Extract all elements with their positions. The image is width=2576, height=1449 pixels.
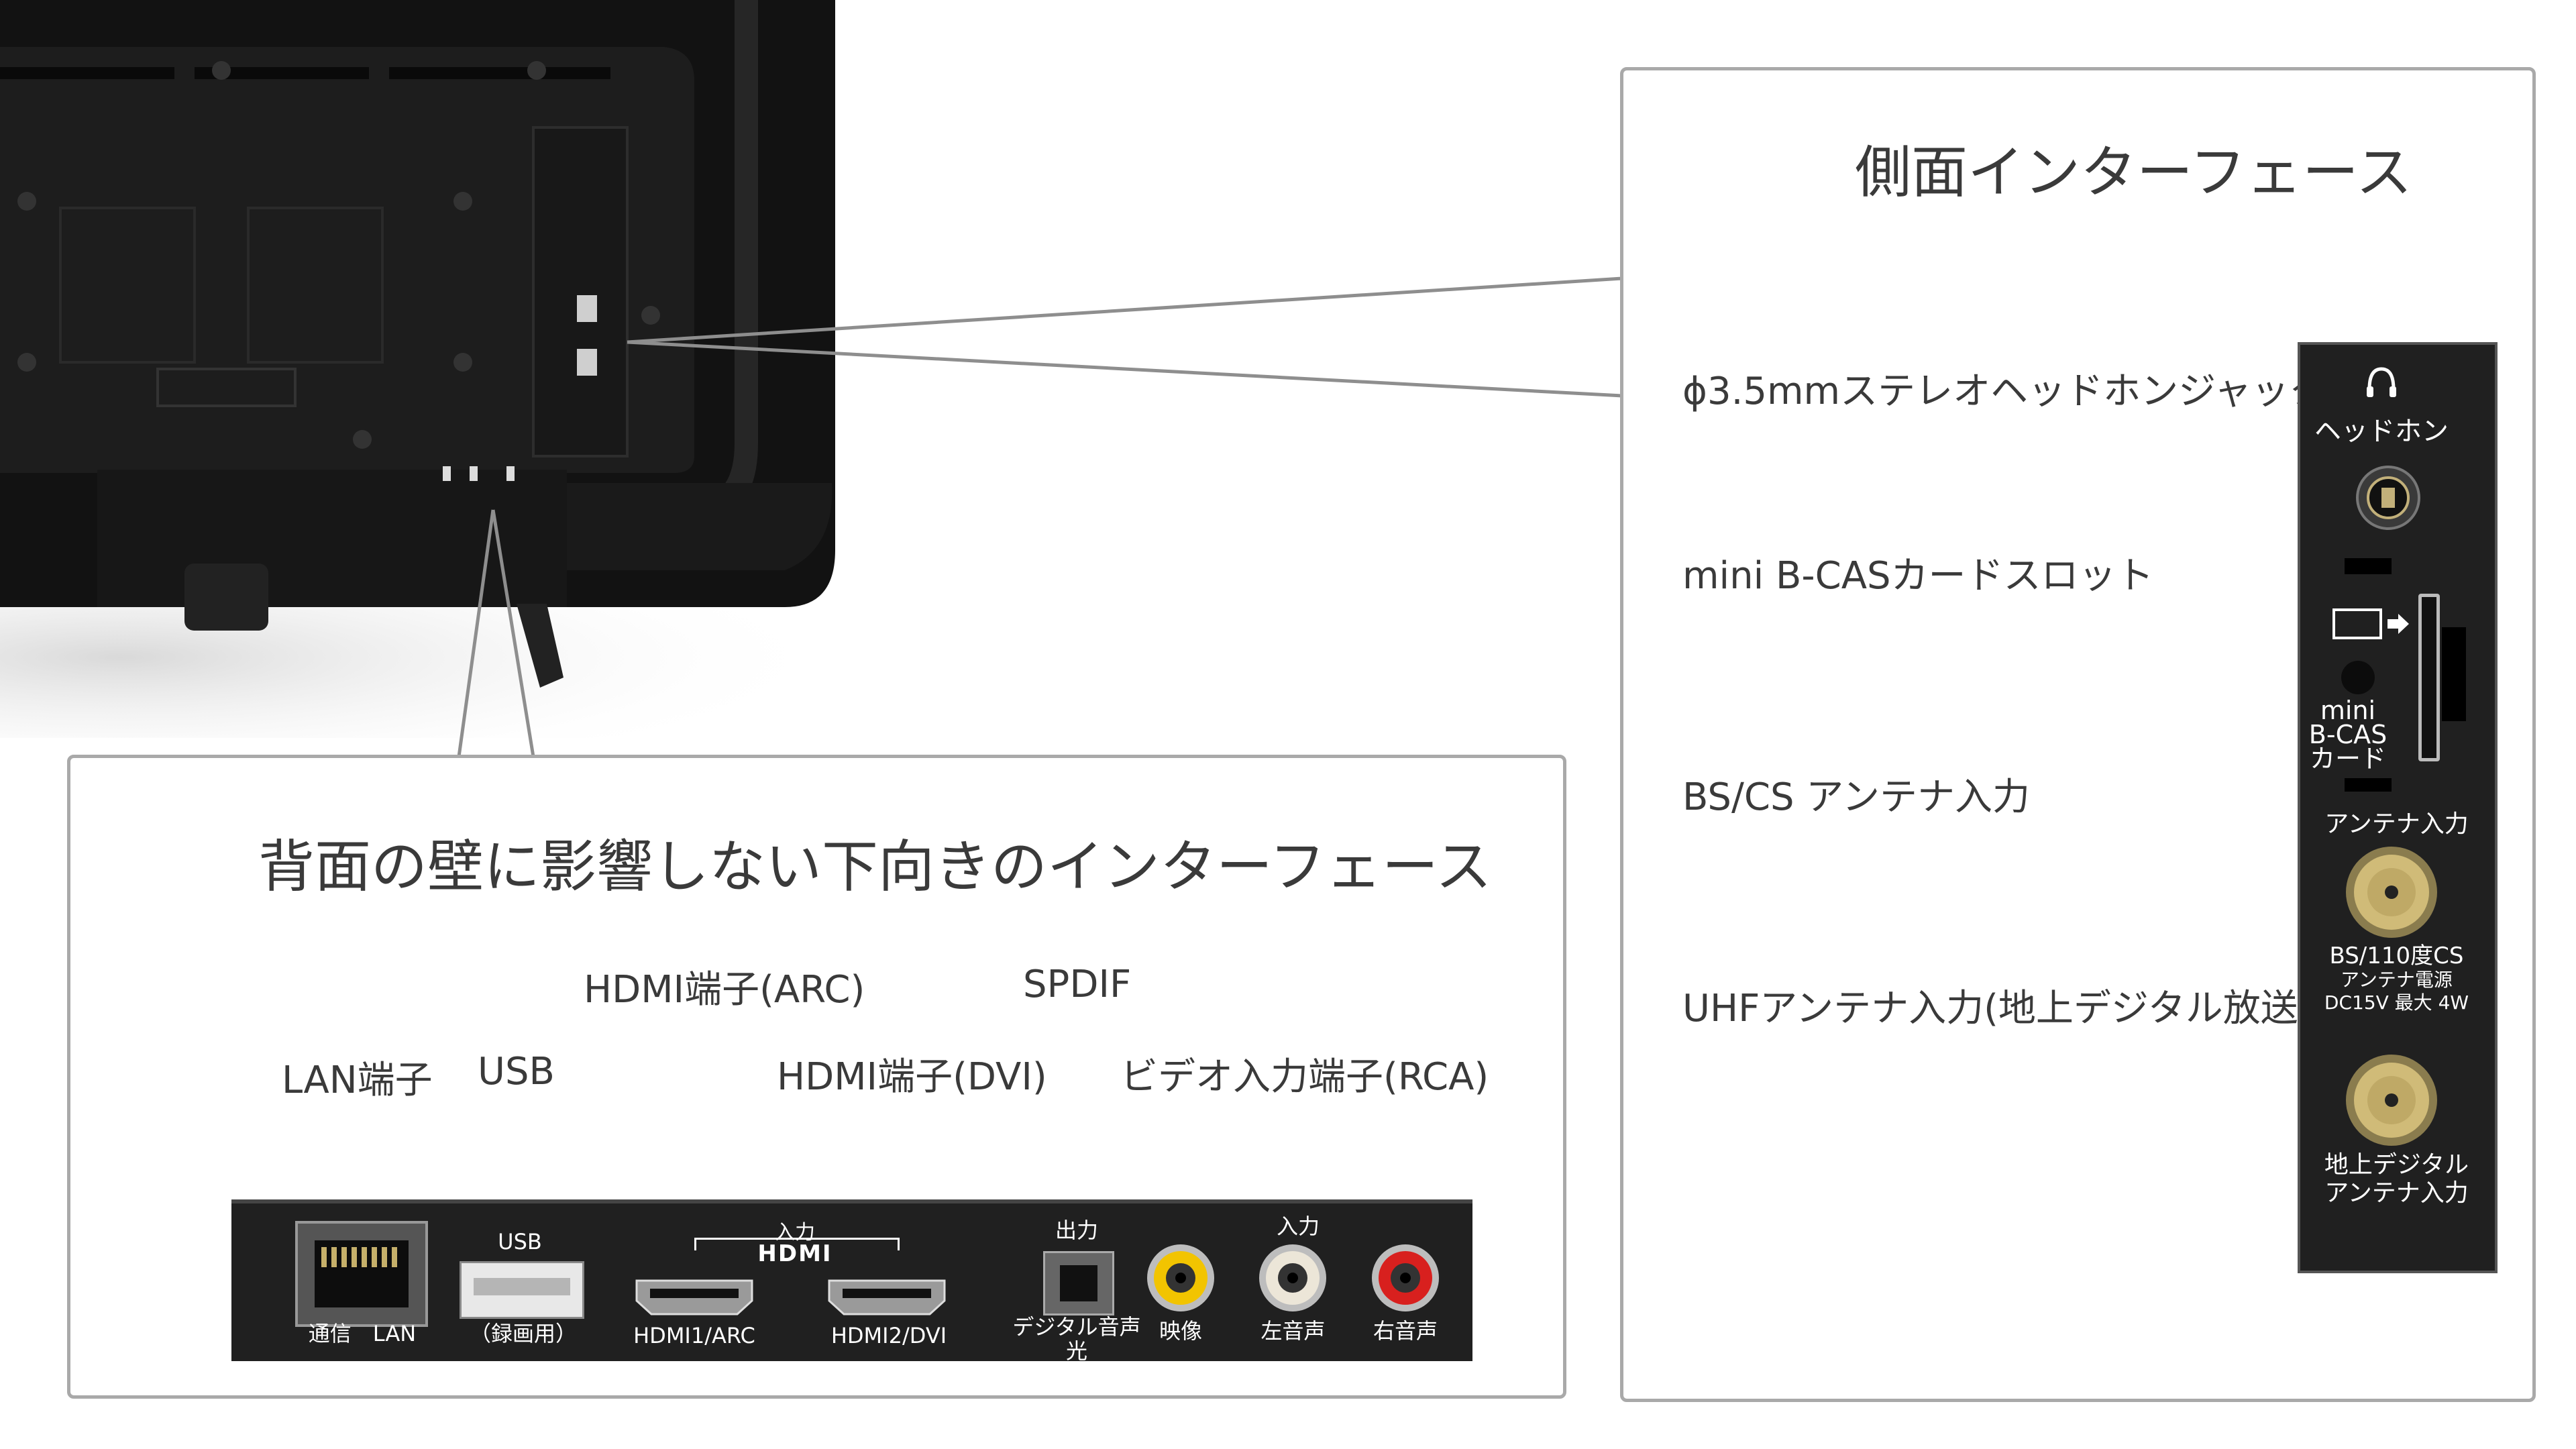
headphone-jack (2355, 464, 2422, 531)
rca-right-text: 右音声 (1373, 1318, 1438, 1344)
hdmi-bracket (694, 1238, 900, 1250)
strip-slot-mark-2 (2345, 778, 2392, 792)
hdmi-dvi-label: HDMI端子(DVI) (777, 1055, 1047, 1099)
bs-text-2: アンテナ電源 (2341, 969, 2453, 991)
antenna-in-text: アンテナ入力 (2324, 810, 2469, 838)
bcas-hole (2341, 661, 2375, 694)
hdmi1-port (634, 1278, 755, 1317)
digital-audio-text-2: 光 (1065, 1338, 1087, 1364)
hdmi2-port (826, 1278, 947, 1317)
strip-slot-mark-1 (2345, 558, 2392, 574)
side-panel-title: 側面インターフェース (1855, 140, 2412, 205)
bcas-slot-label: mini B-CASカードスロット (1682, 554, 2154, 598)
uhf-connector (2341, 1050, 2442, 1150)
usb-label: USB (478, 1050, 555, 1093)
spdif-label: SPDIF (1023, 963, 1132, 1006)
lan-port (295, 1221, 428, 1327)
bcas-card-text: カード (2309, 744, 2386, 773)
uhf-antenna-label: UHFアンテナ入力(地上デジタル放送) (1682, 987, 2313, 1030)
video-input-label: ビデオ入力端子(RCA) (1120, 1055, 1489, 1099)
bcas-bcas-text: B-CAS (2308, 720, 2387, 749)
bcas-slot (2418, 594, 2440, 761)
bs-text-3: DC15V 最大 4W (2324, 991, 2469, 1014)
rca-left-jack (1256, 1241, 1330, 1315)
headphone-text: ヘッドホン (2314, 416, 2449, 447)
lan-bottom-text: 通信 LAN (308, 1321, 417, 1346)
bs-text-1: BS/110度CS (2329, 943, 2464, 969)
rca-video-jack (1144, 1241, 1218, 1315)
lan-label: LAN端子 (282, 1059, 433, 1102)
headphone-icon (2361, 362, 2402, 402)
rca-input-text: 入力 (1276, 1214, 1320, 1239)
terrestrial-text-1: 地上デジタル (2324, 1151, 2469, 1179)
usb-bottom-text: （録画用） (469, 1321, 577, 1346)
rca-right-jack (1368, 1241, 1442, 1315)
headphone-jack-label: ϕ3.5mmステレオヘッドホンジャック (1682, 370, 2327, 413)
bcas-side-notch (2442, 627, 2466, 721)
hdmi-input-text: 入力 (775, 1221, 815, 1244)
terrestrial-text-2: アンテナ入力 (2324, 1179, 2469, 1207)
tv-back-illustration (0, 0, 845, 738)
card-insert-icon (2331, 607, 2412, 641)
hdmi1-text: HDMI1/ARC (633, 1323, 755, 1348)
usb-top-text: USB (498, 1229, 542, 1254)
bscs-connector (2341, 842, 2442, 943)
out-text: 出力 (1055, 1218, 1098, 1243)
spdif-port (1043, 1251, 1114, 1316)
hdmi-logo: HDMI (757, 1240, 833, 1267)
rca-video-text: 映像 (1159, 1318, 1202, 1344)
bcas-mini-text: mini (2320, 696, 2376, 725)
hdmi2-text: HDMI2/DVI (830, 1323, 947, 1348)
rca-left-text: 左音声 (1260, 1318, 1326, 1344)
bscs-antenna-label: BS/CS アンテナ入力 (1682, 775, 2031, 819)
usb-port (460, 1261, 584, 1319)
digital-audio-text-1: デジタル音声 (1012, 1314, 1141, 1340)
hdmi-arc-label: HDMI端子(ARC) (584, 968, 865, 1012)
bottom-panel-title: 背面の壁に影響しない下向きのインターフェース (258, 834, 1492, 900)
